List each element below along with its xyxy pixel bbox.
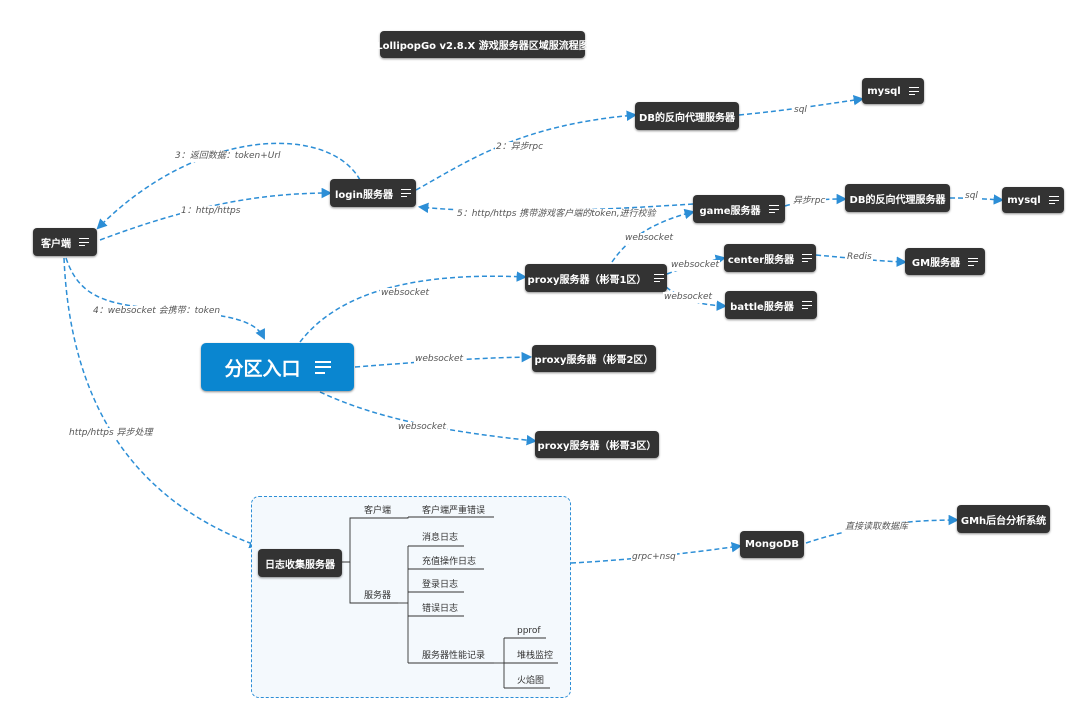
menu-lines-icon <box>314 360 331 374</box>
node-gm[interactable]: GM服务器 <box>905 248 985 275</box>
menu-lines-icon <box>801 301 812 310</box>
edge-label-http-async: http/https 异步处理 <box>68 428 154 439</box>
edge-label-http-https: 1：http/https <box>180 206 242 217</box>
edge-label-carry-token: 5：http/https 携带游戏客户端的token,进行校验 <box>456 209 657 220</box>
log-stack-monitor: 堆栈监控 <box>517 651 554 661</box>
node-proxy-2-label: proxy服务器（彬哥2区） <box>534 355 654 366</box>
node-game[interactable]: game服务器 <box>693 195 785 223</box>
menu-lines-icon <box>968 257 979 266</box>
node-db-proxy-2-label: DB的反向代理服务器 <box>849 194 946 206</box>
node-mysql-1-label: mysql <box>867 85 901 97</box>
log-perf-record: 服务器性能记录 <box>422 651 486 661</box>
edge-label-ws-battle: websocket <box>663 292 714 303</box>
log-branch-server: 服务器 <box>364 591 392 601</box>
node-center[interactable]: center服务器 <box>724 244 816 272</box>
menu-lines-icon <box>908 87 919 96</box>
edge-label-sql-1: sql <box>793 105 808 116</box>
node-db-proxy-1[interactable]: DB的反向代理服务器 <box>635 102 739 130</box>
edge-label-async-rpc-1: 2：异步rpc <box>495 142 545 153</box>
node-log-server-label: 日志收集服务器 <box>265 559 335 571</box>
node-proxy-3-label: proxy服务器（彬哥3区） <box>537 441 657 452</box>
node-battle-label: battle服务器 <box>730 301 794 313</box>
log-recharge: 充值操作日志 <box>422 557 477 567</box>
menu-lines-icon <box>401 189 411 198</box>
diagram-title: LollipopGo v2.8.X 游戏服务器区域服流程图 <box>376 31 589 58</box>
node-game-label: game服务器 <box>699 205 761 217</box>
menu-lines-icon <box>802 254 813 263</box>
edge-proxy1-game <box>611 208 696 263</box>
node-gm-analysis[interactable]: GMh后台分析系统 <box>957 505 1050 533</box>
node-gm-analysis-label: GMh后台分析系统 <box>960 515 1047 527</box>
menu-lines-icon <box>654 274 665 283</box>
node-db-proxy-1-label: DB的反向代理服务器 <box>639 112 735 124</box>
log-flame-graph: 火焰图 <box>517 676 545 686</box>
node-center-label: center服务器 <box>727 254 795 266</box>
node-zone-entry-label: 分区入口 <box>224 357 301 380</box>
menu-lines-icon <box>768 205 779 214</box>
node-mongodb[interactable]: MongoDB <box>740 531 804 558</box>
edge-center-gm <box>815 254 908 267</box>
node-client[interactable]: 客户端 <box>33 228 97 256</box>
edge-label-grpc-nsq: grpc+nsq <box>631 552 677 563</box>
node-db-proxy-2[interactable]: DB的反向代理服务器 <box>845 184 950 212</box>
node-mysql-2[interactable]: mysql <box>1002 187 1064 213</box>
node-proxy-1[interactable]: proxy服务器（彬哥1区） <box>525 264 667 292</box>
edge-label-ws-entry-proxy1: websocket <box>380 288 431 299</box>
node-client-label: 客户端 <box>41 238 71 250</box>
edge-label-ws-center: websocket <box>670 260 721 271</box>
node-gm-label: GM服务器 <box>911 258 961 269</box>
node-mongodb-label: MongoDB <box>745 539 799 550</box>
edge-label-redis: Redis <box>846 252 873 263</box>
node-login-label: login服务器 <box>334 189 393 201</box>
edge-label-direct-read: 直接读取数据库 <box>844 522 910 533</box>
menu-lines-icon <box>1048 196 1059 205</box>
log-message: 消息日志 <box>422 533 459 543</box>
edge-label-ws-proxy2: websocket <box>414 354 465 365</box>
edge-label-return-data: 3：返回数据：token+Url <box>174 151 282 162</box>
node-log-server[interactable]: 日志收集服务器 <box>258 549 342 577</box>
log-login: 登录日志 <box>422 580 459 590</box>
edge-return-data <box>96 142 361 230</box>
edge-game-login <box>417 202 694 214</box>
log-pprof: pprof <box>517 626 541 636</box>
node-proxy-2[interactable]: proxy服务器（彬哥2区） <box>532 345 656 372</box>
edge-label-ws-carry-token: 4：websocket 会携带：token <box>92 306 222 317</box>
edge-client-login <box>99 187 333 241</box>
log-collection-group <box>251 496 571 698</box>
edge-label-ws-proxy3: websocket <box>397 422 448 433</box>
edge-label-ws-game: websocket <box>624 233 675 244</box>
edge-label-async-rpc-2: 异步rpc <box>792 196 827 207</box>
log-error: 错误日志 <box>422 604 459 614</box>
node-mysql-1[interactable]: mysql <box>862 78 924 104</box>
edge-entry-proxy3 <box>319 391 538 446</box>
node-login[interactable]: login服务器 <box>330 179 416 207</box>
edge-client-entry <box>65 257 265 340</box>
node-proxy-1-label: proxy服务器（彬哥1区） <box>527 274 647 286</box>
log-client-error: 客户端严重错误 <box>422 506 486 516</box>
node-zone-entry[interactable]: 分区入口 <box>201 343 354 391</box>
node-proxy-3[interactable]: proxy服务器（彬哥3区） <box>535 431 659 458</box>
node-battle[interactable]: battle服务器 <box>725 291 817 319</box>
edge-label-sql-2: sql <box>964 191 979 202</box>
node-mysql-2-label: mysql <box>1007 194 1041 206</box>
menu-lines-icon <box>79 238 89 247</box>
log-branch-client: 客户端 <box>364 506 392 516</box>
